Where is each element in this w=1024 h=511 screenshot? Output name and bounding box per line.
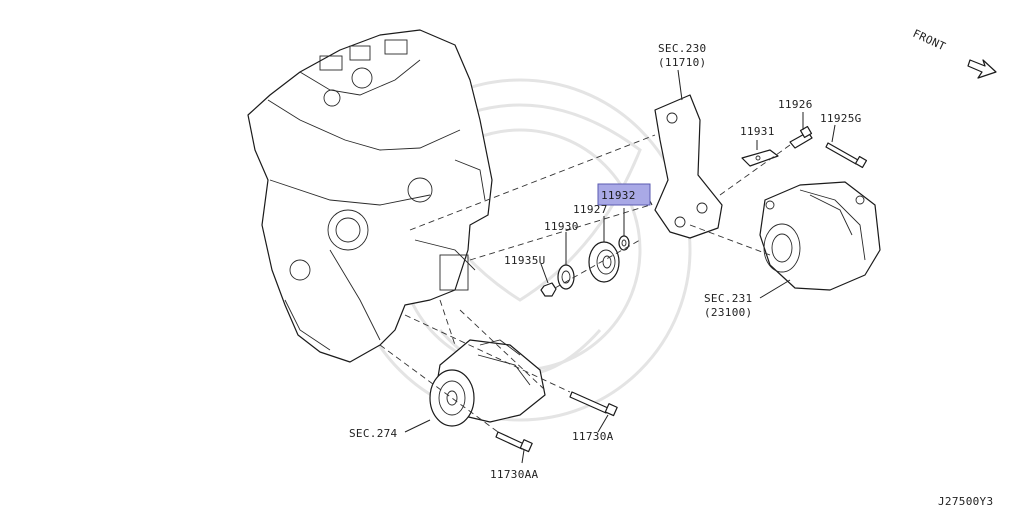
label-11730aa: 11730AA bbox=[490, 468, 539, 481]
leader-lines bbox=[404, 69, 836, 464]
adjusting-plate bbox=[741, 149, 779, 167]
diagram-id: J27500Y3 bbox=[938, 495, 993, 508]
bolt-11730aa bbox=[495, 431, 533, 453]
label-sec231-sub: (23100) bbox=[704, 306, 752, 319]
bolt-11730a bbox=[569, 391, 618, 417]
label-sec230: SEC.230 bbox=[658, 42, 706, 55]
bolt-11926 bbox=[789, 125, 813, 149]
label-11930: 11930 bbox=[544, 220, 579, 233]
label-11935u: 11935U bbox=[504, 254, 546, 267]
engine-block bbox=[247, 29, 493, 363]
label-11927: 11927 bbox=[573, 203, 608, 216]
label-11926: 11926 bbox=[778, 98, 813, 111]
bolt-11925g bbox=[825, 142, 868, 169]
alternator-bracket bbox=[654, 94, 723, 239]
front-label: FRONT bbox=[911, 27, 948, 53]
label-sec274: SEC.274 bbox=[349, 427, 398, 440]
highlight-11932 bbox=[597, 183, 651, 206]
pulley-nut bbox=[540, 282, 557, 297]
front-arrow-icon bbox=[967, 59, 997, 79]
spacer-washer bbox=[618, 235, 630, 251]
label-11931: 11931 bbox=[740, 125, 775, 138]
label-11932: 11932 bbox=[601, 189, 636, 202]
alternator bbox=[759, 181, 881, 291]
assembly-lines bbox=[379, 134, 791, 433]
label-11925g: 11925G bbox=[820, 112, 862, 125]
label-sec231: SEC.231 bbox=[704, 292, 752, 305]
idler-pulley bbox=[588, 241, 620, 283]
label-sec230-sub: (11710) bbox=[658, 56, 706, 69]
ac-compressor bbox=[429, 339, 546, 427]
label-11730a: 11730A bbox=[572, 430, 614, 443]
